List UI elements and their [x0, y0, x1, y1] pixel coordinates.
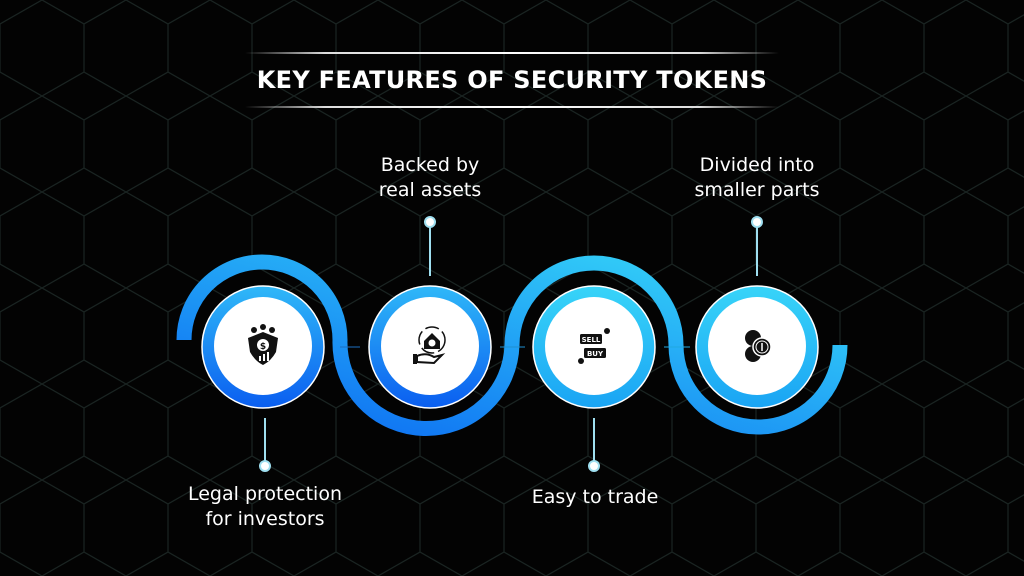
feature-label-legal-protection: Legal protection for investors [155, 482, 375, 532]
label-line: Easy to trade [531, 486, 659, 508]
label-line: Divided into [699, 154, 815, 176]
connector-1 [259, 418, 271, 472]
wave-band [176, 254, 848, 437]
title-rule-bottom [245, 106, 779, 108]
feature-label-divided: Divided into smaller parts [647, 153, 867, 203]
title-rule-top [245, 52, 779, 54]
feature-label-easy-to-trade: Easy to trade [485, 485, 705, 510]
shield-investors-icon: $ [248, 324, 278, 365]
label-line: Backed by [380, 154, 480, 176]
page-title: KEY FEATURES OF SECURITY TOKENS [256, 66, 768, 94]
svg-text:BUY: BUY [587, 350, 604, 358]
svg-text:$: $ [260, 342, 266, 352]
label-line: for investors [205, 508, 325, 530]
connector-4 [751, 216, 763, 276]
feature-label-backed-by-assets: Backed by real assets [320, 153, 540, 203]
label-line: smaller parts [694, 179, 820, 201]
sell-buy-icon: SELL BUY [578, 328, 610, 364]
connector-3 [588, 418, 600, 472]
svg-text:SELL: SELL [582, 336, 601, 344]
label-line: real assets [378, 179, 482, 201]
feature-circle-3 [532, 285, 656, 409]
coins-icon [745, 330, 772, 362]
hand-house-asset-icon [413, 326, 446, 365]
label-line: Legal protection [187, 483, 343, 505]
connector-2 [424, 216, 436, 276]
